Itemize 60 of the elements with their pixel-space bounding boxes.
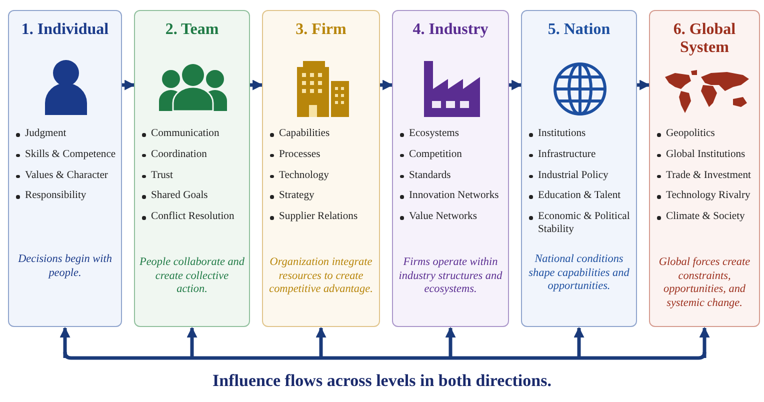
factor-item: Industrial Policy [528,170,635,182]
arrow [186,326,198,358]
factor-item: Capabilities [269,128,378,140]
level-card [262,10,380,327]
factor-item: Climate & Society [656,211,758,224]
level-summary: Global forces create constraints, opportunities, and systemic change. [658,256,752,310]
level-summary: National conditions shape capabilities and opportunities. [528,253,630,294]
factor-item: Skills & Competence [15,148,120,162]
arrow [60,326,70,358]
factor-item: Global Institutions [656,148,758,162]
level-card [649,10,760,327]
level-card [392,10,509,327]
factor-item: Trust [141,170,248,182]
factor-item: Conflict Resolution [141,211,248,224]
factor-item: Communication [141,128,248,140]
factor-item: Shared Goals [141,190,248,203]
level-heading: 4. Industry [412,21,490,39]
factor-item: Economic & Political Stability [528,211,635,236]
factor-item: Institutions [528,128,635,140]
factor-item: Ecosystems [399,128,507,140]
factor-item: Standards [399,170,507,182]
level-card [8,10,122,327]
level-heading: 2. Team [164,21,220,39]
arrow [637,80,650,90]
factor-item: Responsibility [15,190,120,203]
factor-item: Technology [269,170,378,182]
arrow [380,80,394,90]
level-heading: 1. Individual [20,21,110,39]
level-summary: Organization integrate resources to create competitive advantage. [268,256,374,296]
level-summary: Decisions begin with people. [17,253,113,280]
arrow [509,80,522,90]
arrow [445,326,456,358]
factor-item: Coordination [141,148,248,162]
arrow [250,80,264,90]
level-heading: 6. Global System [672,21,737,57]
level-card [134,10,250,327]
factor-item: Infrastructure [528,148,635,162]
factor-item: Innovation Networks [399,190,507,203]
factor-item: Value Networks [399,211,507,224]
factor-item: Technology Rivalry [656,190,758,203]
arrow [574,326,584,358]
factor-item: Judgment [15,128,120,140]
factor-item: Competition [399,148,507,162]
factor-item: Trade & Investment [656,170,758,182]
level-heading: 5. Nation [546,21,612,39]
factor-item: Supplier Relations [269,211,378,224]
factor-item: Geopolitics [656,128,758,140]
factor-item: Processes [269,148,378,162]
arrow [316,326,326,358]
level-summary: People collaborate and create collective action. [139,256,245,296]
caption: Influence flows across levels in both directions. [212,371,552,391]
feedback-bus-line [63,351,706,360]
factor-item: Values & Character [15,170,120,182]
arrow [699,326,710,358]
factor-item: Strategy [269,190,378,203]
level-card [521,10,637,327]
level-summary: Firms operate within industry structures and ecosystems. [398,256,504,296]
factor-item: Education & Talent [528,190,635,203]
level-heading: 3. Firm [294,21,348,39]
arrow [122,80,136,90]
